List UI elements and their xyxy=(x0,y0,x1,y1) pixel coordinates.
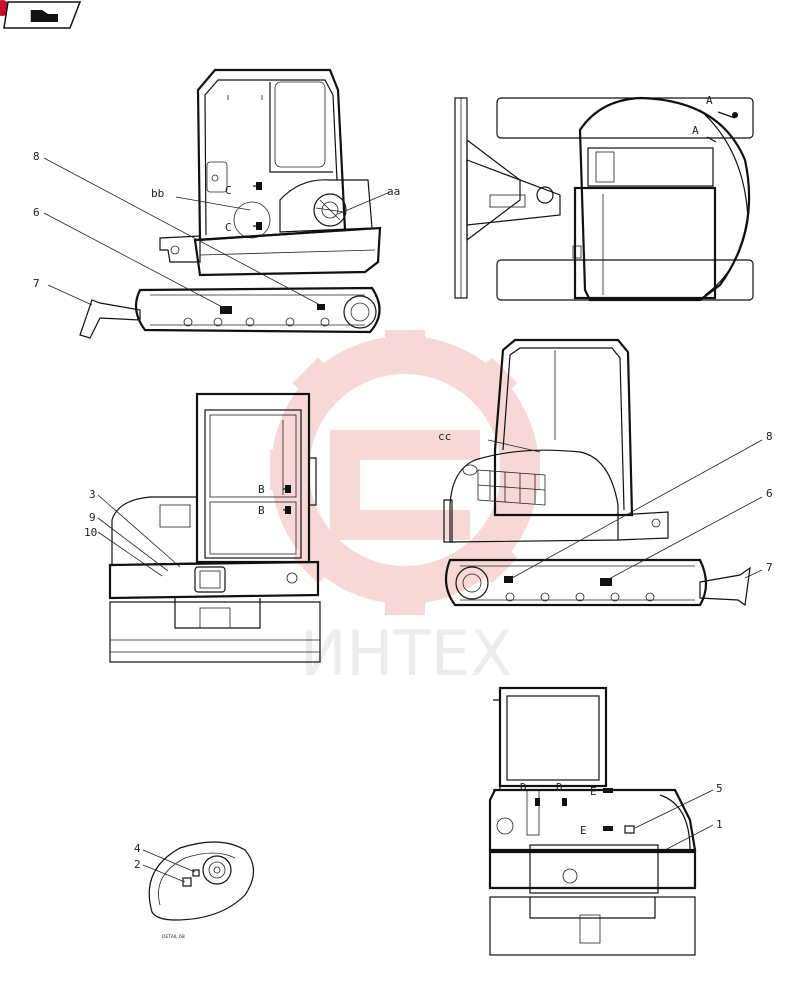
callout-D-left: D xyxy=(520,781,527,794)
corner-nav-tab[interactable] xyxy=(0,0,82,29)
callout-8-right: 8 xyxy=(766,430,773,443)
callout-5: 5 xyxy=(716,782,723,795)
callout-4: 4 xyxy=(134,842,141,855)
arrow-book-icon xyxy=(30,10,58,22)
leader-lines-rear-view xyxy=(97,494,181,577)
callout-D-right: D xyxy=(556,781,563,794)
callout-aa: aa xyxy=(387,185,400,198)
excavator-front-view xyxy=(488,686,697,956)
callout-C-upper: C xyxy=(225,184,232,197)
excavator-rear-view xyxy=(108,392,321,663)
excavator-top-view xyxy=(454,96,754,302)
callout-B-upper: B xyxy=(258,483,265,496)
callout-7-top: 7 xyxy=(33,277,40,290)
callout-A-lower: A xyxy=(692,124,699,137)
callout-C-lower: C xyxy=(225,221,232,234)
callout-7-right: 7 xyxy=(766,561,773,574)
leader-lines-detail xyxy=(142,849,196,883)
track-right xyxy=(444,558,708,607)
callout-6-top: 6 xyxy=(33,206,40,219)
callout-2: 2 xyxy=(134,858,141,871)
excavator-left-side-view xyxy=(79,68,382,339)
callout-9: 9 xyxy=(89,511,96,524)
callout-10: 10 xyxy=(84,526,97,539)
callout-6-right: 6 xyxy=(766,487,773,500)
excavator-right-side-view xyxy=(443,338,751,607)
detail-caption: DETAIL 68 xyxy=(162,934,185,940)
callout-8-top: 8 xyxy=(33,150,40,163)
callout-E-upper: E xyxy=(590,785,597,798)
leader-lines-left-view xyxy=(43,157,391,310)
callout-3: 3 xyxy=(89,488,96,501)
leader-lines-front-view xyxy=(634,789,714,851)
callout-A-upper: A xyxy=(706,94,713,107)
watermark: ИНТЕХ xyxy=(270,330,540,690)
callout-E-lower: E xyxy=(580,824,587,837)
detail-control-knob xyxy=(148,841,255,921)
leader-lines-right-view xyxy=(487,439,763,581)
callout-1: 1 xyxy=(716,818,723,831)
callout-cc: cc xyxy=(438,430,451,443)
callout-bb: bb xyxy=(151,187,164,200)
track-left xyxy=(134,286,381,334)
callout-B-lower: B xyxy=(258,504,265,517)
watermark-text: ИНТЕХ xyxy=(300,617,513,690)
